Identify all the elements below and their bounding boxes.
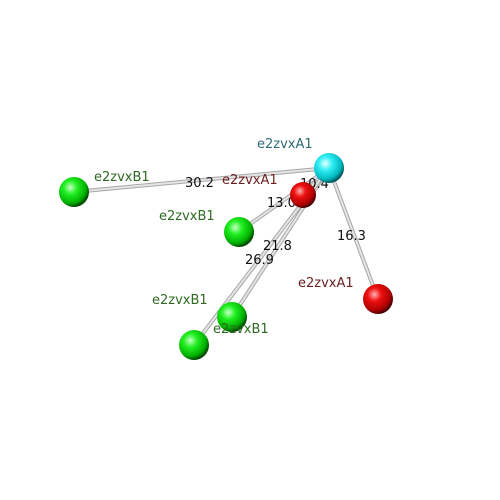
bond-c-g2	[237, 166, 331, 234]
atom-red-r1[interactable]	[290, 182, 316, 208]
atom-green-g4[interactable]	[179, 330, 209, 360]
bond-c-g1	[72, 166, 331, 194]
distance-label: 16.3	[337, 229, 366, 244]
atom-label-g3: e2zvxB1	[213, 322, 269, 337]
distance-label: 26.9	[245, 253, 274, 268]
atom-label-layer: e2zvxA1 e2zvxA1 e2zvxA1 e2zvxB1 e2zvxB1 e2zvx…	[94, 137, 354, 337]
distance-label: 30.2	[185, 176, 214, 191]
atom-green-g3[interactable]	[217, 302, 247, 332]
atom-red-r2[interactable]	[363, 284, 393, 314]
atom-layer	[59, 153, 393, 360]
atom-label-g1: e2zvxB1	[94, 170, 150, 185]
distance-label: 21.8	[263, 239, 292, 254]
atom-label-r1: e2zvxA1	[222, 173, 278, 188]
bond-c-r2	[327, 166, 380, 301]
atom-label-g2: e2zvxB1	[159, 209, 215, 224]
distance-label: 13.0	[267, 196, 296, 211]
atom-label-g4: e2zvxB1	[152, 293, 208, 308]
atom-green-g2[interactable]	[224, 217, 254, 247]
atom-label-r2: e2zvxA1	[298, 276, 354, 291]
atom-cyan-c[interactable]	[314, 153, 344, 183]
atom-label-c: e2zvxA1	[257, 137, 313, 152]
atom-green-g1[interactable]	[59, 177, 89, 207]
